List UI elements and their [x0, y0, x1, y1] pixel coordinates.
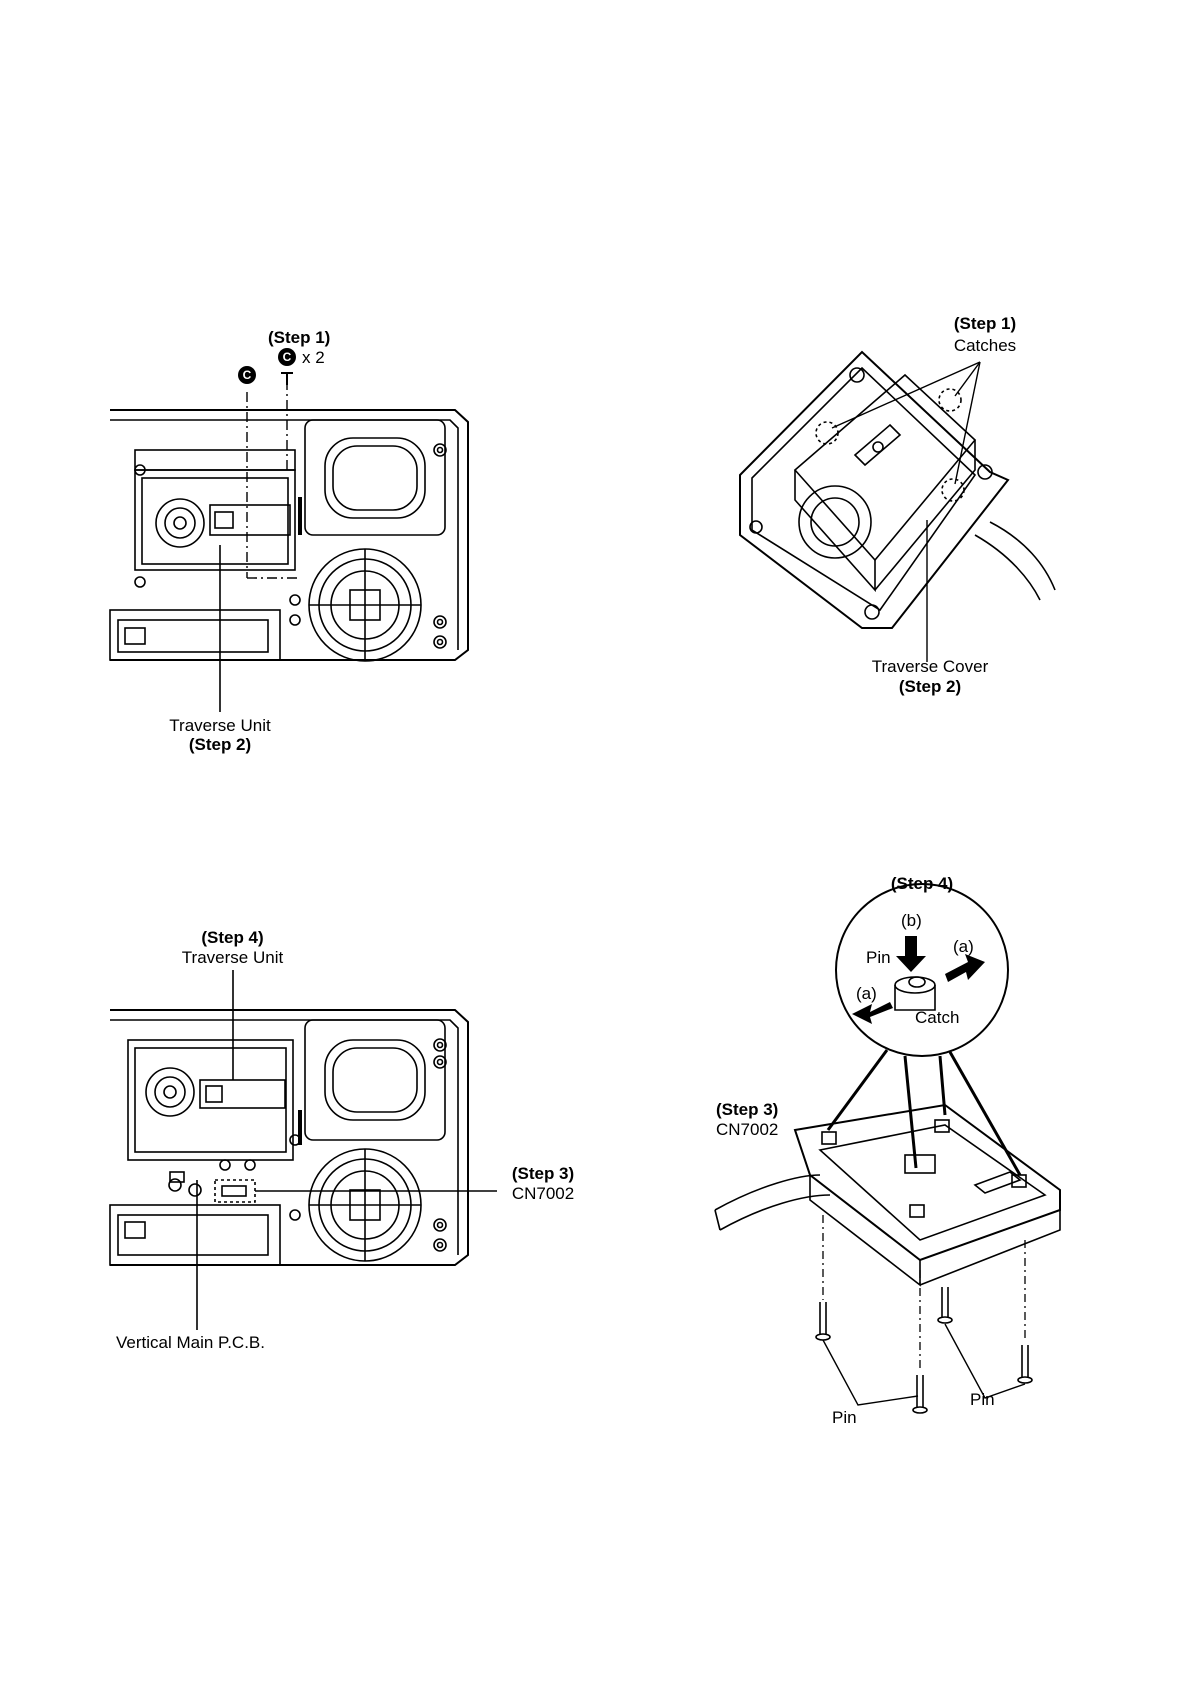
fig4-catch-label: Catch: [915, 1008, 959, 1027]
fig4-b-label: (b): [901, 911, 922, 930]
fig4-a-left-label: (a): [856, 984, 877, 1003]
fig4-pin-right-label: Pin: [970, 1390, 995, 1409]
fig4-pin-label: Pin: [866, 948, 891, 967]
arrow-left-icon: [852, 1002, 893, 1024]
fig4-a-right-label: (a): [953, 937, 974, 956]
fig4-pin-left-label: Pin: [832, 1408, 857, 1427]
arrow-right-icon: [945, 954, 985, 982]
pin-icon: [938, 1287, 952, 1323]
pin-icon: [1018, 1345, 1032, 1383]
arrow-down-icon: [896, 936, 926, 972]
pin-icon: [913, 1375, 927, 1413]
fig4-connector-label: CN7002: [716, 1120, 778, 1139]
fig4-step3-label: (Step 3): [716, 1100, 778, 1119]
fig4-step4-label: (Step 4): [877, 874, 967, 893]
pin-icon: [816, 1302, 830, 1340]
